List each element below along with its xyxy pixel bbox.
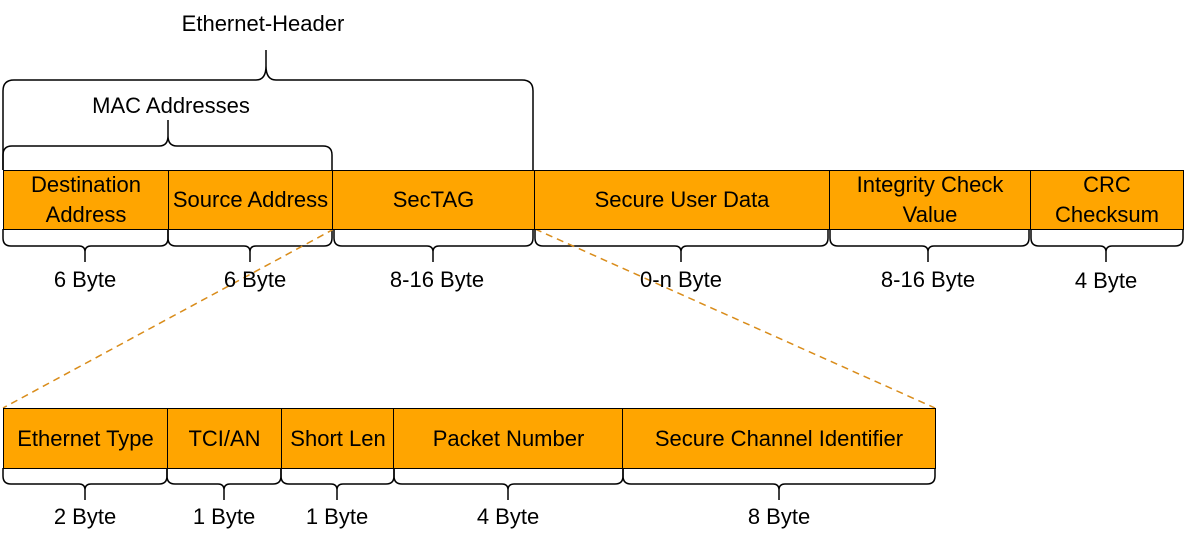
size-integrity-check-value: 8-16 Byte xyxy=(880,267,976,292)
field-ethernet-type: Ethernet Type xyxy=(3,408,168,469)
field-integrity-check-value: Integrity Check Value xyxy=(829,170,1031,230)
size-secure-channel-identifier: 8 Byte xyxy=(747,504,811,529)
bracket-crc-checksum xyxy=(1030,229,1184,262)
zoom-line-left xyxy=(2,228,335,409)
bracket-secure-user-data xyxy=(534,229,829,262)
field-tci-an: TCI/AN xyxy=(167,408,282,469)
field-packet-number: Packet Number xyxy=(393,408,624,469)
bracket-source-address xyxy=(167,229,333,262)
size-secure-user-data: 0-n Byte xyxy=(640,267,722,292)
field-crc-checksum: CRC Checksum xyxy=(1030,170,1184,230)
bracket-ethernet-type xyxy=(2,468,168,500)
ethernet-header-label: Ethernet-Header xyxy=(181,11,345,36)
mac-addresses-label: MAC Addresses xyxy=(92,93,250,118)
bracket-short-len xyxy=(280,468,395,500)
field-secure-channel-identifier: Secure Channel Identifier xyxy=(622,408,936,469)
size-short-len: 1 Byte xyxy=(305,504,369,529)
field-short-len: Short Len xyxy=(281,408,395,469)
size-packet-number: 4 Byte xyxy=(476,504,540,529)
bracket-secure-channel-identifier xyxy=(622,468,936,500)
size-source-address: 6 Byte xyxy=(223,267,287,292)
field-secure-user-data: Secure User Data xyxy=(534,170,830,230)
zoom-line-right xyxy=(534,228,936,409)
size-crc-checksum: 4 Byte xyxy=(1074,268,1138,293)
mac-addresses-brace xyxy=(2,120,333,170)
field-sectag: SecTAG xyxy=(332,170,535,230)
bracket-destination-address xyxy=(2,229,169,262)
field-destination-address: Destination Address xyxy=(3,170,169,230)
bracket-tci-an xyxy=(166,468,282,500)
size-ethernet-type: 2 Byte xyxy=(53,504,117,529)
bracket-sectag xyxy=(333,229,534,262)
bracket-packet-number xyxy=(393,468,624,500)
field-source-address: Source Address xyxy=(168,170,333,230)
size-tci-an: 1 Byte xyxy=(192,504,256,529)
ethernet-header-brace xyxy=(2,50,534,170)
size-destination-address: 6 Byte xyxy=(53,267,117,292)
size-sectag: 8-16 Byte xyxy=(389,267,485,292)
bracket-integrity-check-value xyxy=(829,229,1030,262)
